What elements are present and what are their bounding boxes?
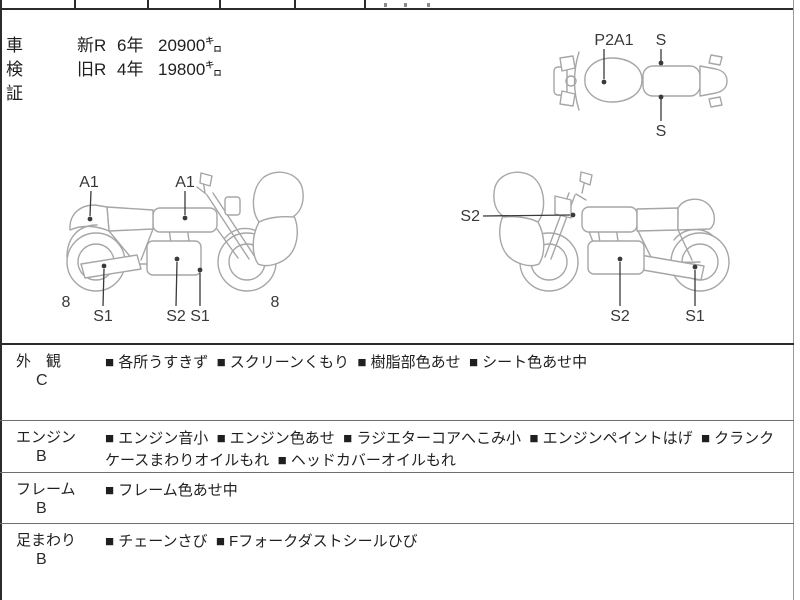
cropped-text-remnant	[404, 3, 407, 7]
cropped-header-row	[0, 0, 800, 10]
right-side-markers: S2 S2 S1	[460, 208, 704, 325]
label-s2-engine: S2	[166, 308, 186, 325]
section-grade: C	[36, 372, 48, 389]
section-notes: ■ チェーンさび ■ Fフォークダストシールひび	[105, 533, 418, 550]
header-bottom-rule	[0, 8, 794, 10]
section-grade: B	[36, 551, 47, 568]
label-s1-muffler: S1	[93, 308, 113, 325]
section-notes: ■ 各所うすきず ■ スクリーンくもり ■ 樹脂部色あせ ■ シート色あせ中	[105, 354, 588, 371]
label-s-bottom: S	[656, 123, 667, 138]
section-label: 足まわり	[16, 532, 77, 549]
label-p2a1: P2A1	[594, 32, 633, 49]
cropped-text-remnant	[384, 3, 387, 7]
section-grade: B	[36, 500, 47, 517]
condition-section-row: 足まわり B ■ チェーンさび ■ Fフォークダストシールひび	[0, 523, 794, 600]
section-label: フレーム	[16, 481, 76, 498]
reg-odometer: 20900㌔	[158, 36, 223, 55]
header-cell-divider	[147, 0, 149, 8]
label-a1-rear: A1	[79, 174, 99, 191]
condition-section-row: 外 観 C ■ 各所うすきず ■ スクリーンくもり ■ 樹脂部色あせ ■ シート…	[0, 343, 794, 420]
section-notes: ■ フレーム色あせ中	[105, 482, 238, 499]
header-cell-divider	[364, 0, 366, 8]
top-view-bike-drawing	[553, 51, 728, 111]
section-grade: B	[36, 448, 47, 465]
condition-sections-table: 外 観 C ■ 各所うすきず ■ スクリーンくもり ■ 樹脂部色あせ ■ シート…	[0, 343, 794, 600]
header-cell-divider	[219, 0, 221, 8]
motorcycle-left-side-diagram: A1 A1 S1 S2 S1 8 8	[62, 171, 304, 325]
reg-odometer: 19800㌔	[158, 60, 223, 79]
left-side-markers: A1 A1 S1 S2 S1 8 8	[62, 174, 280, 325]
right-bike-drawing	[493, 171, 730, 292]
label-s1-muffler: S1	[685, 308, 705, 325]
header-cell-divider	[74, 0, 76, 8]
registration-row-new: 新R 6年 20900㌔	[77, 34, 222, 58]
motorcycle-right-side-diagram: S2 S2 S1	[460, 171, 730, 325]
header-cell-divider	[294, 0, 296, 8]
reg-year: 6年	[117, 36, 144, 55]
label-size-rear: 8	[62, 294, 71, 311]
reg-era: 旧R	[77, 60, 107, 79]
cropped-text-remnant	[427, 3, 430, 7]
reg-era: 新R	[77, 36, 107, 55]
label-size-front: 8	[271, 294, 280, 311]
condition-section-row: エンジン B ■ エンジン音小 ■ エンジン色あせ ■ ラジエターコアへこみ小 …	[0, 420, 794, 472]
section-label: エンジン	[16, 429, 77, 446]
label-s2-front: S2	[460, 208, 480, 225]
sheet-right-border	[793, 0, 794, 600]
sheet-left-border	[0, 0, 2, 600]
label-s1-engine: S1	[190, 308, 210, 325]
motorcycle-top-view-diagram: P2A1 S S	[553, 32, 728, 138]
label-s2-engine: S2	[610, 308, 630, 325]
label-a1-tank: A1	[175, 174, 195, 191]
registration-title: 車検証	[6, 36, 24, 103]
top-view-markers: P2A1 S S	[594, 32, 666, 138]
condition-section-row: フレーム B ■ フレーム色あせ中	[0, 472, 794, 523]
registration-values: 新R 6年 20900㌔ 旧R 4年 19800㌔	[77, 34, 222, 82]
section-notes: ■ エンジン音小 ■ エンジン色あせ ■ ラジエターコアへこみ小 ■ エンジンペ…	[105, 430, 775, 469]
reg-year: 4年	[117, 60, 144, 79]
registration-row-old: 旧R 4年 19800㌔	[77, 58, 222, 82]
section-label: 外 観	[16, 353, 62, 370]
label-s-top: S	[656, 32, 667, 49]
